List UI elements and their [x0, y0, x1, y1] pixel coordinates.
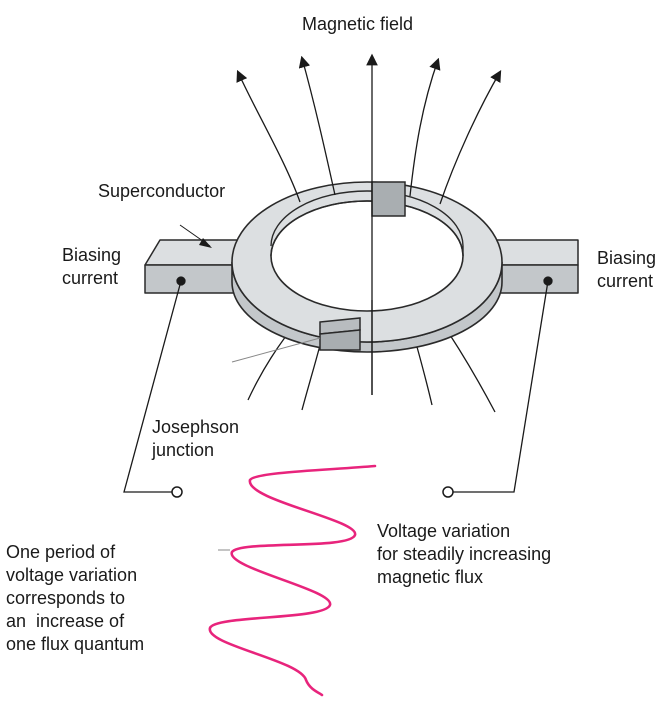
biasing-current-left-label: Biasing current	[62, 245, 122, 288]
left-terminal-node	[171, 486, 183, 498]
right-terminal-top	[489, 239, 579, 266]
magnetic-field-label: Magnetic field	[302, 14, 414, 34]
field-line-4	[409, 57, 441, 197]
junction-top	[371, 181, 406, 217]
junction-leader	[231, 337, 321, 363]
right-lead	[453, 280, 549, 493]
left-lead	[123, 280, 182, 493]
voltage-waveform	[208, 464, 377, 697]
flux-quantum-note-label: One period of voltage variation correspo…	[6, 542, 145, 654]
field-line-1	[236, 69, 301, 203]
josephson-junctions	[319, 181, 406, 351]
right-terminal-node	[442, 486, 454, 498]
junction-bottom-front	[319, 329, 361, 351]
voltage-variation-label: Voltage variation for steadily increasin…	[377, 521, 552, 587]
superconductor-ring	[231, 181, 503, 353]
superconductor-label: Superconductor	[98, 181, 226, 201]
superconductor-leader-head	[199, 238, 212, 248]
right-terminal	[489, 239, 579, 294]
left-terminal-front	[144, 264, 246, 294]
josephson-junction-label: Josephson junction	[152, 417, 240, 460]
bias-leads	[123, 276, 553, 498]
ring-inner-wall	[270, 190, 464, 257]
right-terminal-front	[495, 264, 579, 294]
field-line-2	[298, 55, 336, 196]
biasing-current-right-label: Biasing current	[597, 248, 657, 291]
leader-lines	[179, 224, 321, 551]
left-terminal	[144, 239, 256, 294]
field-line-5	[439, 69, 502, 205]
